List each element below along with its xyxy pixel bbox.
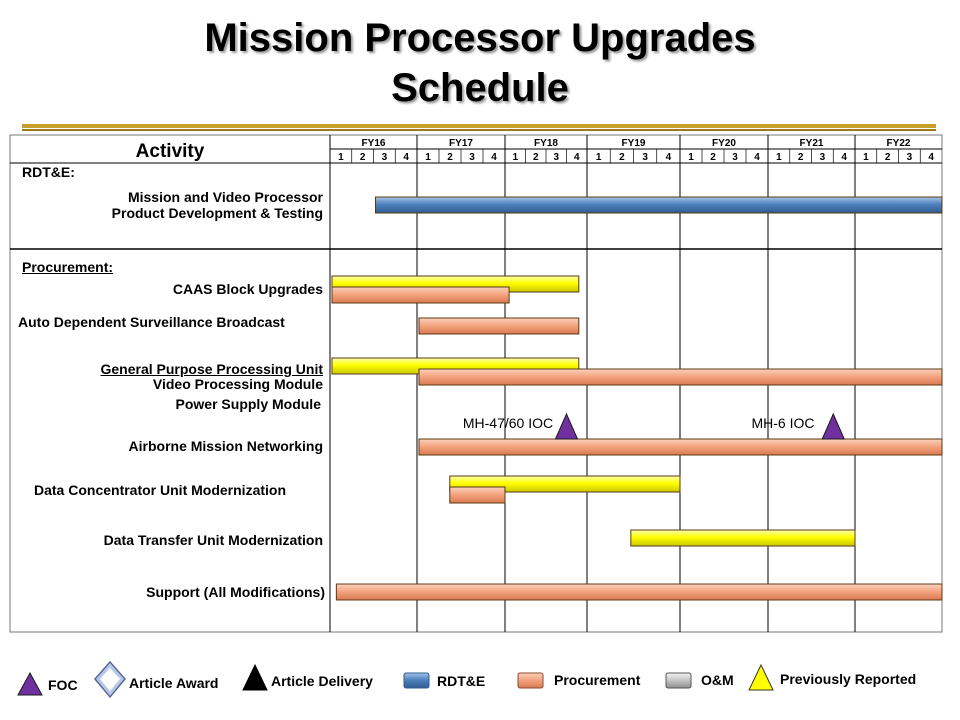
- quarter-label: 4: [754, 152, 760, 163]
- quarter-label: 3: [382, 152, 388, 163]
- milestone-mh-47-60-ioc-icon: [554, 412, 579, 440]
- milestone-label-mh-6-ioc: MH-6 IOC: [752, 415, 815, 431]
- legend-label-foc: FOC: [48, 677, 78, 693]
- quarter-label: 2: [798, 152, 804, 163]
- activity-label-data-transfer-unit: Data Transfer Unit Modernization: [103, 532, 323, 548]
- activity-label-general-purpose-processing-unit: General Purpose Processing Unit: [100, 361, 323, 377]
- activity-label-product-development-testing: Product Development & Testing: [111, 205, 323, 221]
- bar-auto-dependent-surveillance-broadcast-procurement: [418, 317, 580, 335]
- bar-airborne-mission-networking-procurement: [418, 438, 943, 456]
- fy-label-fy19: FY19: [622, 138, 646, 149]
- activity-label-mission-video-processor: Mission and Video Processor: [127, 189, 323, 205]
- activity-label-airborne-mission-networking: Airborne Mission Networking: [128, 438, 323, 454]
- bar-data-transfer-unit-modernization-previously-reported: [630, 529, 856, 547]
- quarter-label: 4: [574, 152, 580, 163]
- bar-data-concentrator-unit-modernization-procurement: [449, 486, 506, 504]
- quarter-label: 3: [642, 152, 648, 163]
- quarter-label: 1: [338, 152, 344, 163]
- quarter-label: 4: [491, 152, 497, 163]
- legend-label-om: O&M: [701, 672, 734, 688]
- quarter-label: 4: [403, 152, 409, 163]
- milestone-label-mh-47-60-ioc: MH-47/60 IOC: [463, 415, 553, 431]
- legend-foc-triangle-icon: [17, 671, 43, 696]
- title-rule-dark: [22, 129, 936, 131]
- quarter-label: 2: [360, 152, 366, 163]
- quarter-label: 2: [619, 152, 625, 163]
- legend-rdte-swatch: [403, 672, 430, 689]
- page-title-line-1: Mission Processor Upgrades: [204, 16, 756, 60]
- quarter-label: 3: [907, 152, 913, 163]
- legend-label-previously-reported: Previously Reported: [780, 671, 917, 687]
- fy-label-fy20: FY20: [712, 138, 736, 149]
- legend-label-rdte: RDT&E: [437, 673, 486, 689]
- bar-data-concentrator-unit-modernization-previously-reported: [449, 475, 681, 493]
- activity-label-ads-b: Auto Dependent Surveillance Broadcast: [18, 314, 285, 330]
- quarter-label: 2: [533, 152, 539, 163]
- title-rule-gold: [22, 124, 936, 128]
- quarter-label: 1: [596, 152, 602, 163]
- bar-video-processing-module-procurement: [418, 368, 943, 386]
- activity-label-power-supply-module: Power Supply Module: [175, 396, 321, 412]
- section-label-rdte: RDT&E:: [22, 164, 75, 180]
- quarter-label: 3: [469, 152, 475, 163]
- quarter-label: 1: [512, 152, 518, 163]
- quarter-label: 3: [820, 152, 826, 163]
- legend-label-article-delivery: Article Delivery: [271, 673, 373, 689]
- quarter-label: 2: [710, 152, 716, 163]
- quarter-label: 2: [885, 152, 891, 163]
- fy-label-fy22: FY22: [887, 138, 911, 149]
- fy-label-fy17: FY17: [449, 138, 473, 149]
- quarter-label: 3: [553, 152, 559, 163]
- fy-label-fy21: FY21: [800, 138, 824, 149]
- quarter-label: 1: [425, 152, 431, 163]
- activity-label-support: Support (All Modifications): [146, 584, 325, 600]
- quarter-label: 3: [732, 152, 738, 163]
- activity-label-data-concentrator-unit: Data Concentrator Unit Modernization: [34, 482, 287, 498]
- legend-label-procurement: Procurement: [554, 672, 641, 688]
- bar-mission-and-video-processor-product-development-testing-rdt-e: [375, 196, 943, 214]
- activity-label-caas-block-upgrades: CAAS Block Upgrades: [172, 281, 323, 297]
- activity-label-video-processing-module: Video Processing Module: [152, 376, 323, 392]
- activity-header: Activity: [136, 141, 205, 162]
- quarter-label: 1: [863, 152, 869, 163]
- quarter-label: 4: [928, 152, 934, 163]
- milestone-mh-6-ioc-icon: [821, 412, 846, 440]
- legend-article-award-diamond-inner-icon: [100, 668, 120, 691]
- page-title-line-2: Schedule: [391, 66, 569, 110]
- legend-article-delivery-triangle-icon: [242, 663, 268, 691]
- quarter-label: 2: [447, 152, 453, 163]
- fy-label-fy16: FY16: [362, 138, 386, 149]
- quarter-label: 1: [776, 152, 782, 163]
- legend-label-article-award: Article Award: [129, 675, 219, 691]
- quarter-label: 4: [841, 152, 847, 163]
- legend-previously-reported-triangle-icon: [748, 663, 774, 691]
- legend-procurement-swatch: [517, 672, 544, 689]
- legend-om-swatch: [665, 672, 692, 689]
- fy-label-fy18: FY18: [534, 138, 558, 149]
- quarter-label: 1: [688, 152, 694, 163]
- quarter-label: 4: [666, 152, 672, 163]
- section-label-procurement: Procurement:: [22, 259, 114, 275]
- bar-caas-block-upgrades-procurement: [331, 286, 510, 304]
- bar-support-all-modifications-procurement: [335, 583, 943, 601]
